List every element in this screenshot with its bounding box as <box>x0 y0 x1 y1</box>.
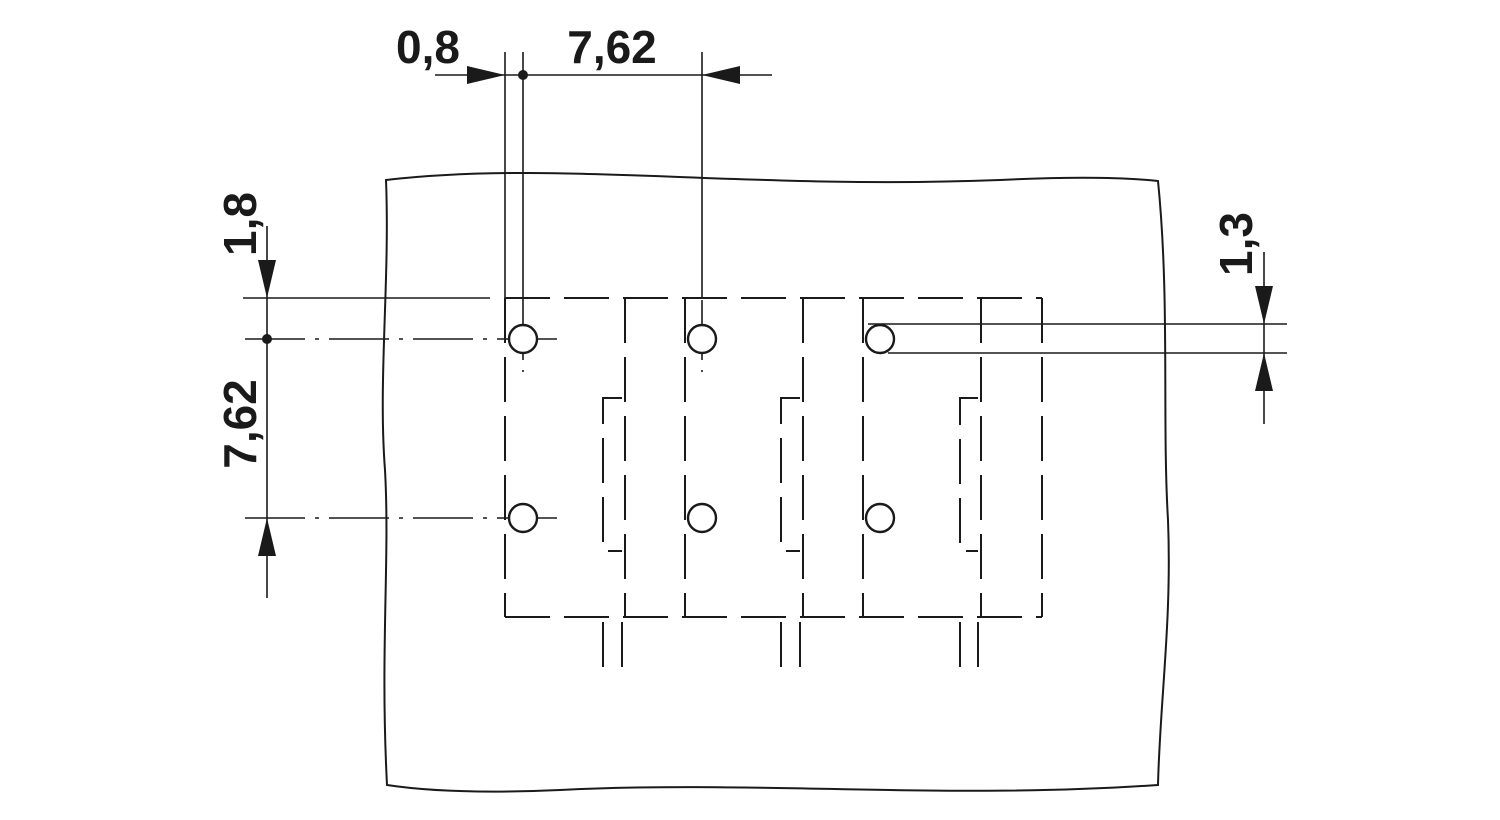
hole <box>864 323 896 355</box>
hole <box>686 502 718 534</box>
dimension-label-offset-y: 1,8 <box>214 192 266 256</box>
hole <box>507 502 539 534</box>
dimension-label-pitch-x: 7,62 <box>567 21 657 73</box>
connector-footprint <box>504 297 1043 668</box>
hole <box>507 323 539 355</box>
dimension-right: 1,3 <box>868 212 1287 424</box>
solder-holes <box>507 323 896 534</box>
dimension-label-hole-diameter: 1,3 <box>1210 212 1262 276</box>
pcb-board-outline <box>381 171 1170 793</box>
dimension-label-offset-x: 0,8 <box>396 21 460 73</box>
dimension-top: 0,8 7,62 <box>396 21 772 300</box>
dimension-label-pitch-y: 7,62 <box>214 379 266 469</box>
dimension-left: 1,8 7,62 <box>214 192 490 598</box>
hole <box>686 323 718 355</box>
hole <box>864 502 896 534</box>
center-lines <box>245 300 703 519</box>
